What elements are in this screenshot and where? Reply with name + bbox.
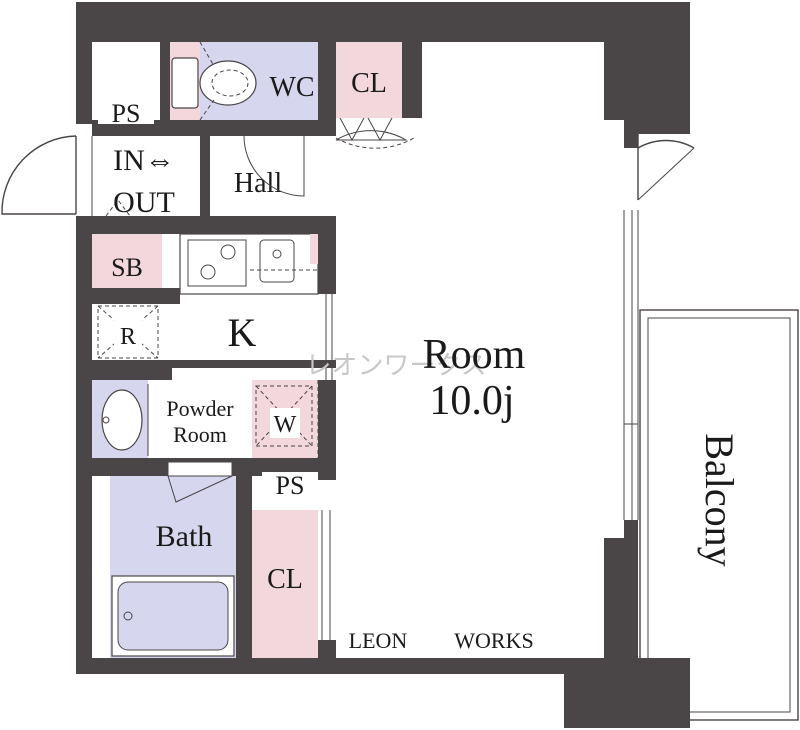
stove-icon — [187, 239, 247, 287]
pipe-space-top — [98, 98, 154, 124]
powder-sliding-door-icon — [317, 380, 327, 458]
main-room-floor — [336, 42, 604, 658]
entry-label-line1: IN⇔ — [113, 144, 175, 177]
entrance-area — [92, 136, 200, 216]
hall-label: Hall — [234, 168, 282, 199]
powder-room-label-line2: Room — [173, 422, 227, 447]
balcony-area — [639, 309, 799, 721]
kitchen-floor — [172, 304, 318, 360]
entry-label-line2: OUT — [113, 186, 175, 219]
closet-bottom-label: CL — [267, 564, 303, 595]
pipe-space-mid — [262, 472, 318, 498]
watermark: レオンワークス — [305, 350, 486, 380]
hall-area — [210, 136, 318, 216]
ps-mid-label: PS — [276, 471, 305, 500]
brand-left: LEON — [349, 628, 408, 653]
kitchen-sliding-door-icon — [325, 294, 333, 380]
balcony-label: Balcony — [697, 433, 742, 566]
hall-door-icon — [243, 130, 408, 197]
balcony-door-icon — [637, 134, 695, 201]
entrance-door-icon — [1, 135, 131, 217]
bathtub-icon — [111, 575, 235, 657]
wc-label: WC — [269, 72, 314, 103]
brand-right: WORKS — [454, 628, 533, 653]
fridge-label: R — [120, 324, 136, 350]
balcony-window-icon — [623, 210, 639, 520]
washer-label: W — [274, 412, 297, 438]
ps-top-label: PS — [112, 99, 141, 128]
wash-basin-icon — [101, 384, 149, 456]
closet-bottom — [252, 510, 318, 658]
closet-bottom-door-icon — [321, 510, 331, 640]
closet-top — [336, 42, 402, 118]
main-room-label: Room — [423, 332, 526, 378]
sb-label: SB — [111, 253, 143, 282]
shoe-box — [92, 234, 162, 288]
sink-icon — [259, 239, 295, 283]
exterior-walls — [76, 2, 690, 728]
main-room-size: 10.0j — [429, 378, 514, 424]
powder-room-label-line1: Powder — [166, 396, 234, 421]
closet-top-label: CL — [351, 68, 387, 99]
kitchen-label: K — [228, 310, 257, 355]
toilet-icon — [171, 41, 257, 121]
bath-label: Bath — [156, 520, 213, 553]
kitchen-counter — [179, 233, 319, 295]
